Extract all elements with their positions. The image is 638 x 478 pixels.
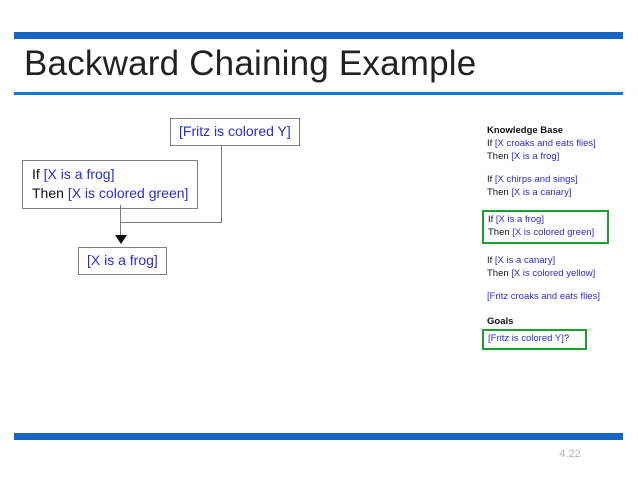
diagram-rule-then-clause: [X is colored green] — [67, 185, 189, 201]
kb-rule-1-if-line: If [X chirps and sings] — [487, 174, 627, 187]
diagram-fact-node: [X is a frog] — [78, 247, 167, 275]
page-number: 4.22 — [559, 448, 581, 460]
diagram-rule-if-line: If [X is a frog] — [32, 165, 188, 184]
kb-rule-1-then-line: Then [X is a canary] — [487, 187, 627, 200]
kb-rule-3-then-clause: [X is colored yellow] — [511, 267, 596, 279]
kb-rule-2-highlighted: If [X is a frog] Then [X is colored gree… — [482, 210, 609, 244]
kb-fact: [Fritz croaks and eats flies] — [487, 291, 627, 304]
kb-rule-0-then-clause: [X is a frog] — [511, 150, 560, 162]
kb-rule-0-if-clause: [X croaks and eats flies] — [494, 138, 596, 149]
kb-fact-line: [Fritz croaks and eats flies] — [487, 291, 600, 302]
diagram-goal-node-label: [Fritz is colored Y] — [179, 123, 291, 139]
kb-rule-0: If [X croaks and eats flies] Then [X is … — [487, 138, 627, 163]
title-underline-rule — [14, 92, 623, 95]
kb-rule-2-if-clause: [X is a frog] — [495, 214, 544, 225]
kb-rule-3-then-keyword: Then — [487, 267, 512, 279]
goals-query-highlighted: [Fritz is colored Y]? — [482, 328, 587, 350]
kb-rule-2-then-keyword: Then — [488, 226, 513, 238]
kb-rule-2-then-line: Then [X is colored green] — [488, 227, 603, 240]
diagram-rule-then-keyword: Then — [32, 185, 68, 201]
kb-rule-1-if-keyword: If — [487, 174, 495, 185]
kb-rule-2-then-clause: [X is colored green] — [512, 226, 595, 238]
page-title: Backward Chaining Example — [24, 44, 477, 83]
connector-horizontal — [120, 222, 222, 223]
kb-rule-2-if-keyword: If — [488, 214, 496, 225]
top-accent-bar — [14, 32, 623, 39]
kb-rule-3-if-line: If [X is a canary] — [487, 255, 627, 268]
kb-rule-1: If [X chirps and sings] Then [X is a can… — [487, 174, 627, 199]
kb-rule-1-then-keyword: Then — [487, 186, 512, 198]
arrow-head-icon — [115, 235, 127, 244]
diagram-fact-node-label: [X is a frog] — [87, 252, 158, 268]
kb-rule-3-if-keyword: If — [487, 255, 495, 266]
connector-rule-vertical — [120, 205, 121, 238]
goals-query-line: [Fritz is colored Y]? — [488, 333, 581, 346]
goals-heading: Goals — [487, 315, 514, 327]
kb-rule-3-if-clause: [X is a canary] — [494, 255, 556, 266]
kb-rule-2-if-line: If [X is a frog] — [488, 214, 603, 227]
kb-rule-1-if-clause: [X chirps and sings] — [494, 174, 578, 185]
diagram-rule-if-keyword: If — [32, 166, 44, 182]
diagram-goal-node: [Fritz is colored Y] — [170, 118, 300, 146]
kb-rule-0-then-line: Then [X is a frog] — [487, 151, 627, 164]
diagram-rule-then-line: Then [X is colored green] — [32, 184, 188, 203]
backward-chaining-diagram: [Fritz is colored Y] If [X is a frog] Th… — [0, 100, 340, 290]
knowledge-base-panel: Knowledge Base If [X croaks and eats fli… — [482, 124, 627, 350]
diagram-rule-node: If [X is a frog] Then [X is colored gree… — [22, 160, 199, 209]
kb-rule-0-then-keyword: Then — [487, 150, 512, 162]
goals-query-clause: [Fritz is colored Y] — [488, 332, 564, 344]
knowledge-base-heading: Knowledge Base — [487, 125, 564, 136]
kb-rule-3-then-line: Then [X is colored yellow] — [487, 268, 627, 281]
kb-rule-0-if-keyword: If — [487, 138, 495, 149]
connector-goal-vertical — [221, 146, 222, 223]
goals-query-mark: ? — [563, 332, 570, 344]
kb-rule-1-then-clause: [X is a canary] — [511, 186, 572, 198]
kb-rule-0-if-line: If [X croaks and eats flies] — [487, 138, 627, 151]
kb-rule-3: If [X is a canary] Then [X is colored ye… — [487, 255, 627, 280]
bottom-accent-bar — [14, 433, 623, 440]
diagram-rule-if-clause: [X is a frog] — [43, 166, 115, 182]
